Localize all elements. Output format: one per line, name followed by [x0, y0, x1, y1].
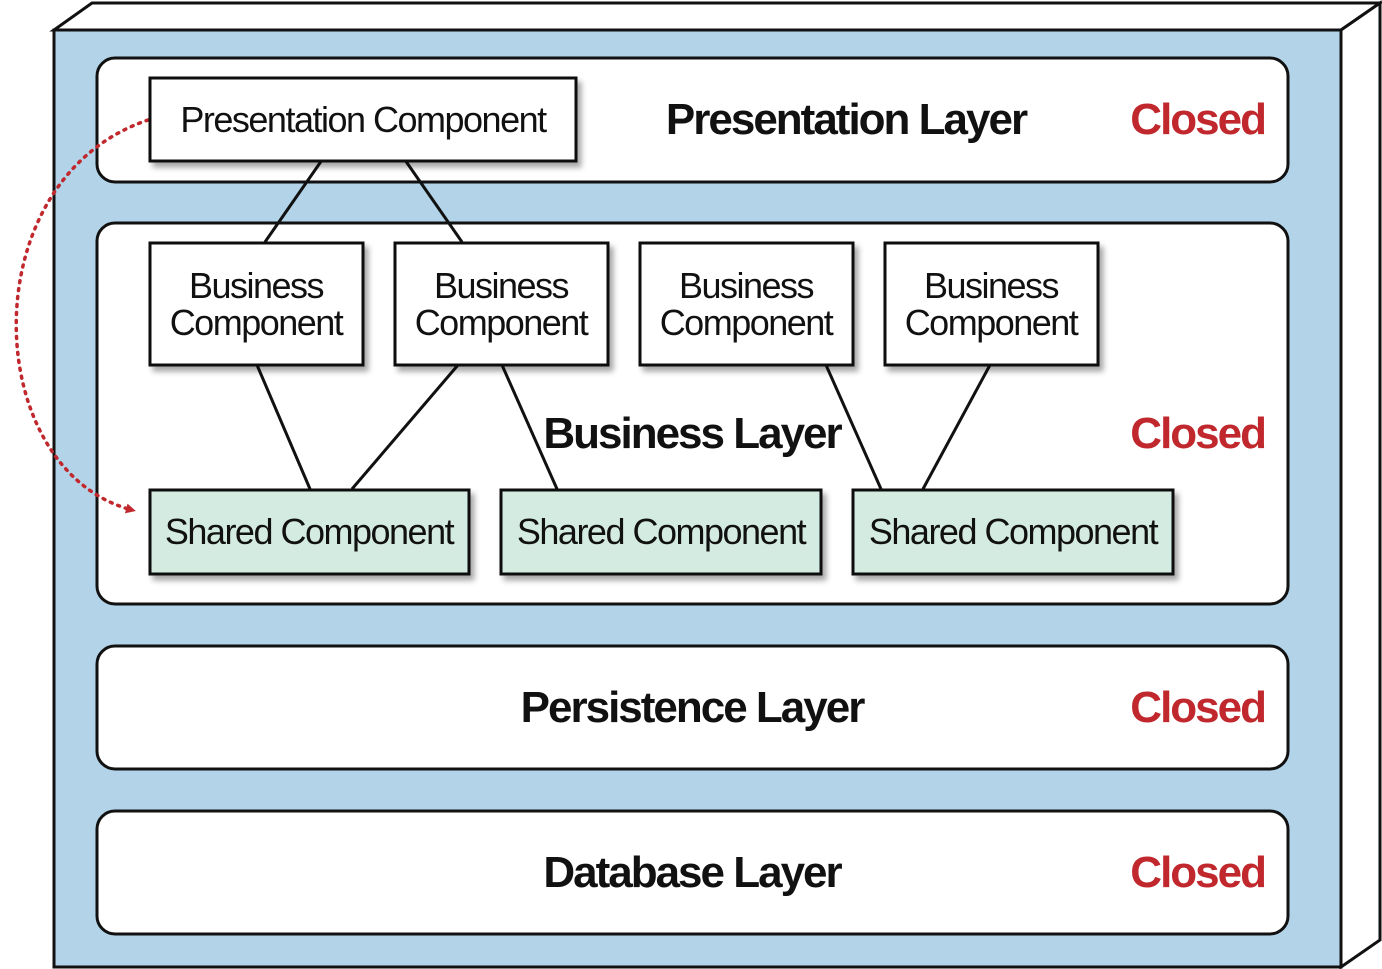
business-component: Business Component: [883, 241, 1100, 367]
shared-component: Shared Component: [851, 488, 1175, 576]
presentation-component: Presentation Component: [148, 76, 578, 163]
connector-line: [500, 364, 559, 490]
business-component: Business Component: [148, 241, 365, 367]
presentation-layer-status: Closed: [1130, 95, 1265, 144]
shared-component-label: Shared Component: [165, 511, 455, 552]
presentation-layer-title: Presentation Layer: [666, 95, 1028, 144]
connector-line: [350, 364, 460, 490]
database-layer-box: [95, 809, 1290, 936]
database-layer-title: Database Layer: [543, 848, 842, 897]
shared-component: Shared Component: [499, 488, 823, 576]
presentation-component-label: Presentation Component: [180, 99, 547, 140]
persistence-layer: Persistence Layer Closed: [95, 644, 1290, 771]
persistence-layer-status: Closed: [1130, 683, 1265, 732]
connector-line: [824, 364, 883, 490]
business-component: Business Component: [393, 241, 610, 367]
persistence-layer-box: [95, 644, 1290, 771]
shared-component-label: Shared Component: [869, 511, 1159, 552]
connector-line: [403, 159, 464, 243]
business-component-label-line2: Component: [905, 302, 1079, 343]
business-component-label-line1: Business: [434, 265, 569, 306]
connector-line: [263, 159, 324, 243]
shared-component-label: Shared Component: [517, 511, 807, 552]
shared-component: Shared Component: [148, 488, 471, 576]
connector-line: [255, 364, 312, 490]
business-layer-title: Business Layer: [543, 409, 842, 458]
database-layer-status: Closed: [1130, 848, 1265, 897]
business-layer-status: Closed: [1130, 409, 1265, 458]
business-component-label-line1: Business: [924, 265, 1059, 306]
business-component: Business Component: [638, 241, 855, 367]
business-component-label-line2: Component: [170, 302, 344, 343]
business-component-label-line2: Component: [660, 302, 834, 343]
business-component-label-line1: Business: [679, 265, 814, 306]
connectors: [255, 159, 992, 490]
database-layer: Database Layer Closed: [95, 809, 1290, 936]
business-component-label-line1: Business: [189, 265, 324, 306]
container-top-face: [49, 1, 1382, 32]
business-component-label-line2: Component: [415, 302, 589, 343]
connector-line: [921, 364, 992, 490]
container-side-face: [1339, 0, 1382, 969]
persistence-layer-title: Persistence Layer: [521, 683, 866, 732]
dotted-bypass-arrow: [14, 118, 150, 514]
